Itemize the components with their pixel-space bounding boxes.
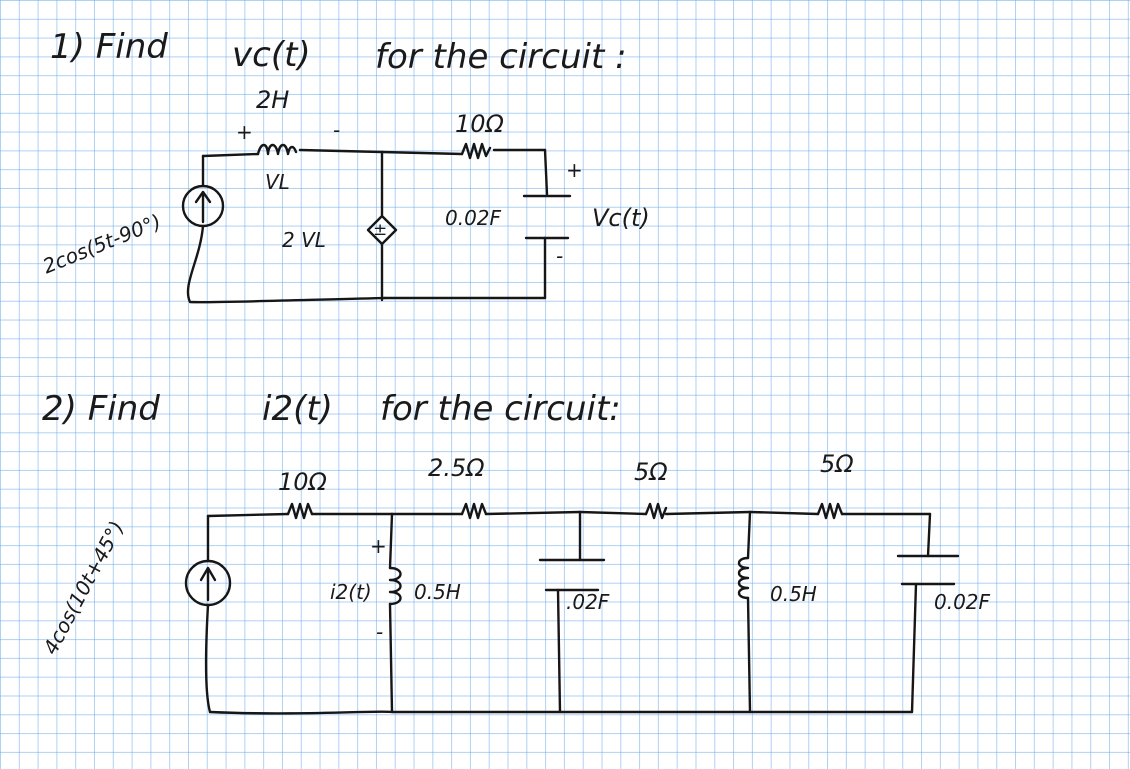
wire (380, 150, 464, 156)
r4-label: 5Ω (820, 450, 854, 478)
resistor-r3 (644, 502, 668, 520)
r3-label: 5Ω (634, 458, 668, 486)
wire (484, 510, 582, 516)
c1-label: .02F (566, 590, 610, 614)
resistor-10-label: 10Ω (455, 110, 504, 138)
i2-plus-label: + (370, 534, 387, 558)
problem2-suffix: for the circuit: (380, 389, 621, 429)
wire (578, 510, 648, 516)
wire (543, 148, 549, 196)
capacitor-label: 0.02F (445, 206, 502, 230)
inductor-l1 (388, 566, 402, 606)
i2-label: i2(t) (330, 580, 372, 604)
vl-label: VL (265, 170, 290, 194)
vc-label: Vc(t) (592, 204, 650, 232)
inductor-value-label: 2H (256, 86, 290, 114)
wire (926, 512, 932, 558)
inductor-minus-label: - (333, 118, 341, 142)
i2-minus-label: - (376, 620, 384, 644)
wire (664, 510, 752, 516)
wire (201, 152, 260, 158)
wire (556, 588, 562, 714)
resistor-r2 (460, 502, 488, 520)
wire (746, 510, 752, 560)
wire (388, 602, 394, 714)
dependent-source-sign: ± (373, 220, 388, 240)
wire (746, 596, 752, 714)
wire (298, 148, 384, 154)
resistor-10 (460, 142, 492, 160)
inductor-2h (256, 143, 298, 156)
cap-minus-label: - (556, 244, 564, 268)
problem1-target: vc(t) (232, 35, 311, 75)
inductor-l2 (737, 556, 750, 600)
l2-label: 0.5H (770, 582, 817, 606)
problem2-heading: 2) Find (42, 389, 160, 429)
c2-label: 0.02F (934, 590, 991, 614)
wire (206, 512, 290, 518)
wire (208, 710, 914, 715)
l1-label: 0.5H (414, 580, 461, 604)
wire (186, 224, 387, 304)
resistor-r1 (286, 502, 314, 520)
cap-plus-label: + (566, 158, 583, 182)
wire (204, 603, 212, 714)
resistor-r4 (816, 502, 844, 520)
wire (748, 510, 820, 516)
current-source-2 (184, 559, 232, 607)
wire (910, 582, 918, 714)
r1-label: 10Ω (278, 468, 327, 496)
problem2-target: i2(t) (262, 389, 333, 429)
dependent-source-label: 2 VL (282, 228, 326, 252)
wire (388, 512, 394, 570)
problem1-heading: 1) Find (50, 27, 168, 67)
inductor-plus-label: + (236, 120, 253, 144)
r2-label: 2.5Ω (428, 454, 485, 482)
problem1-suffix: for the circuit : (375, 37, 627, 77)
